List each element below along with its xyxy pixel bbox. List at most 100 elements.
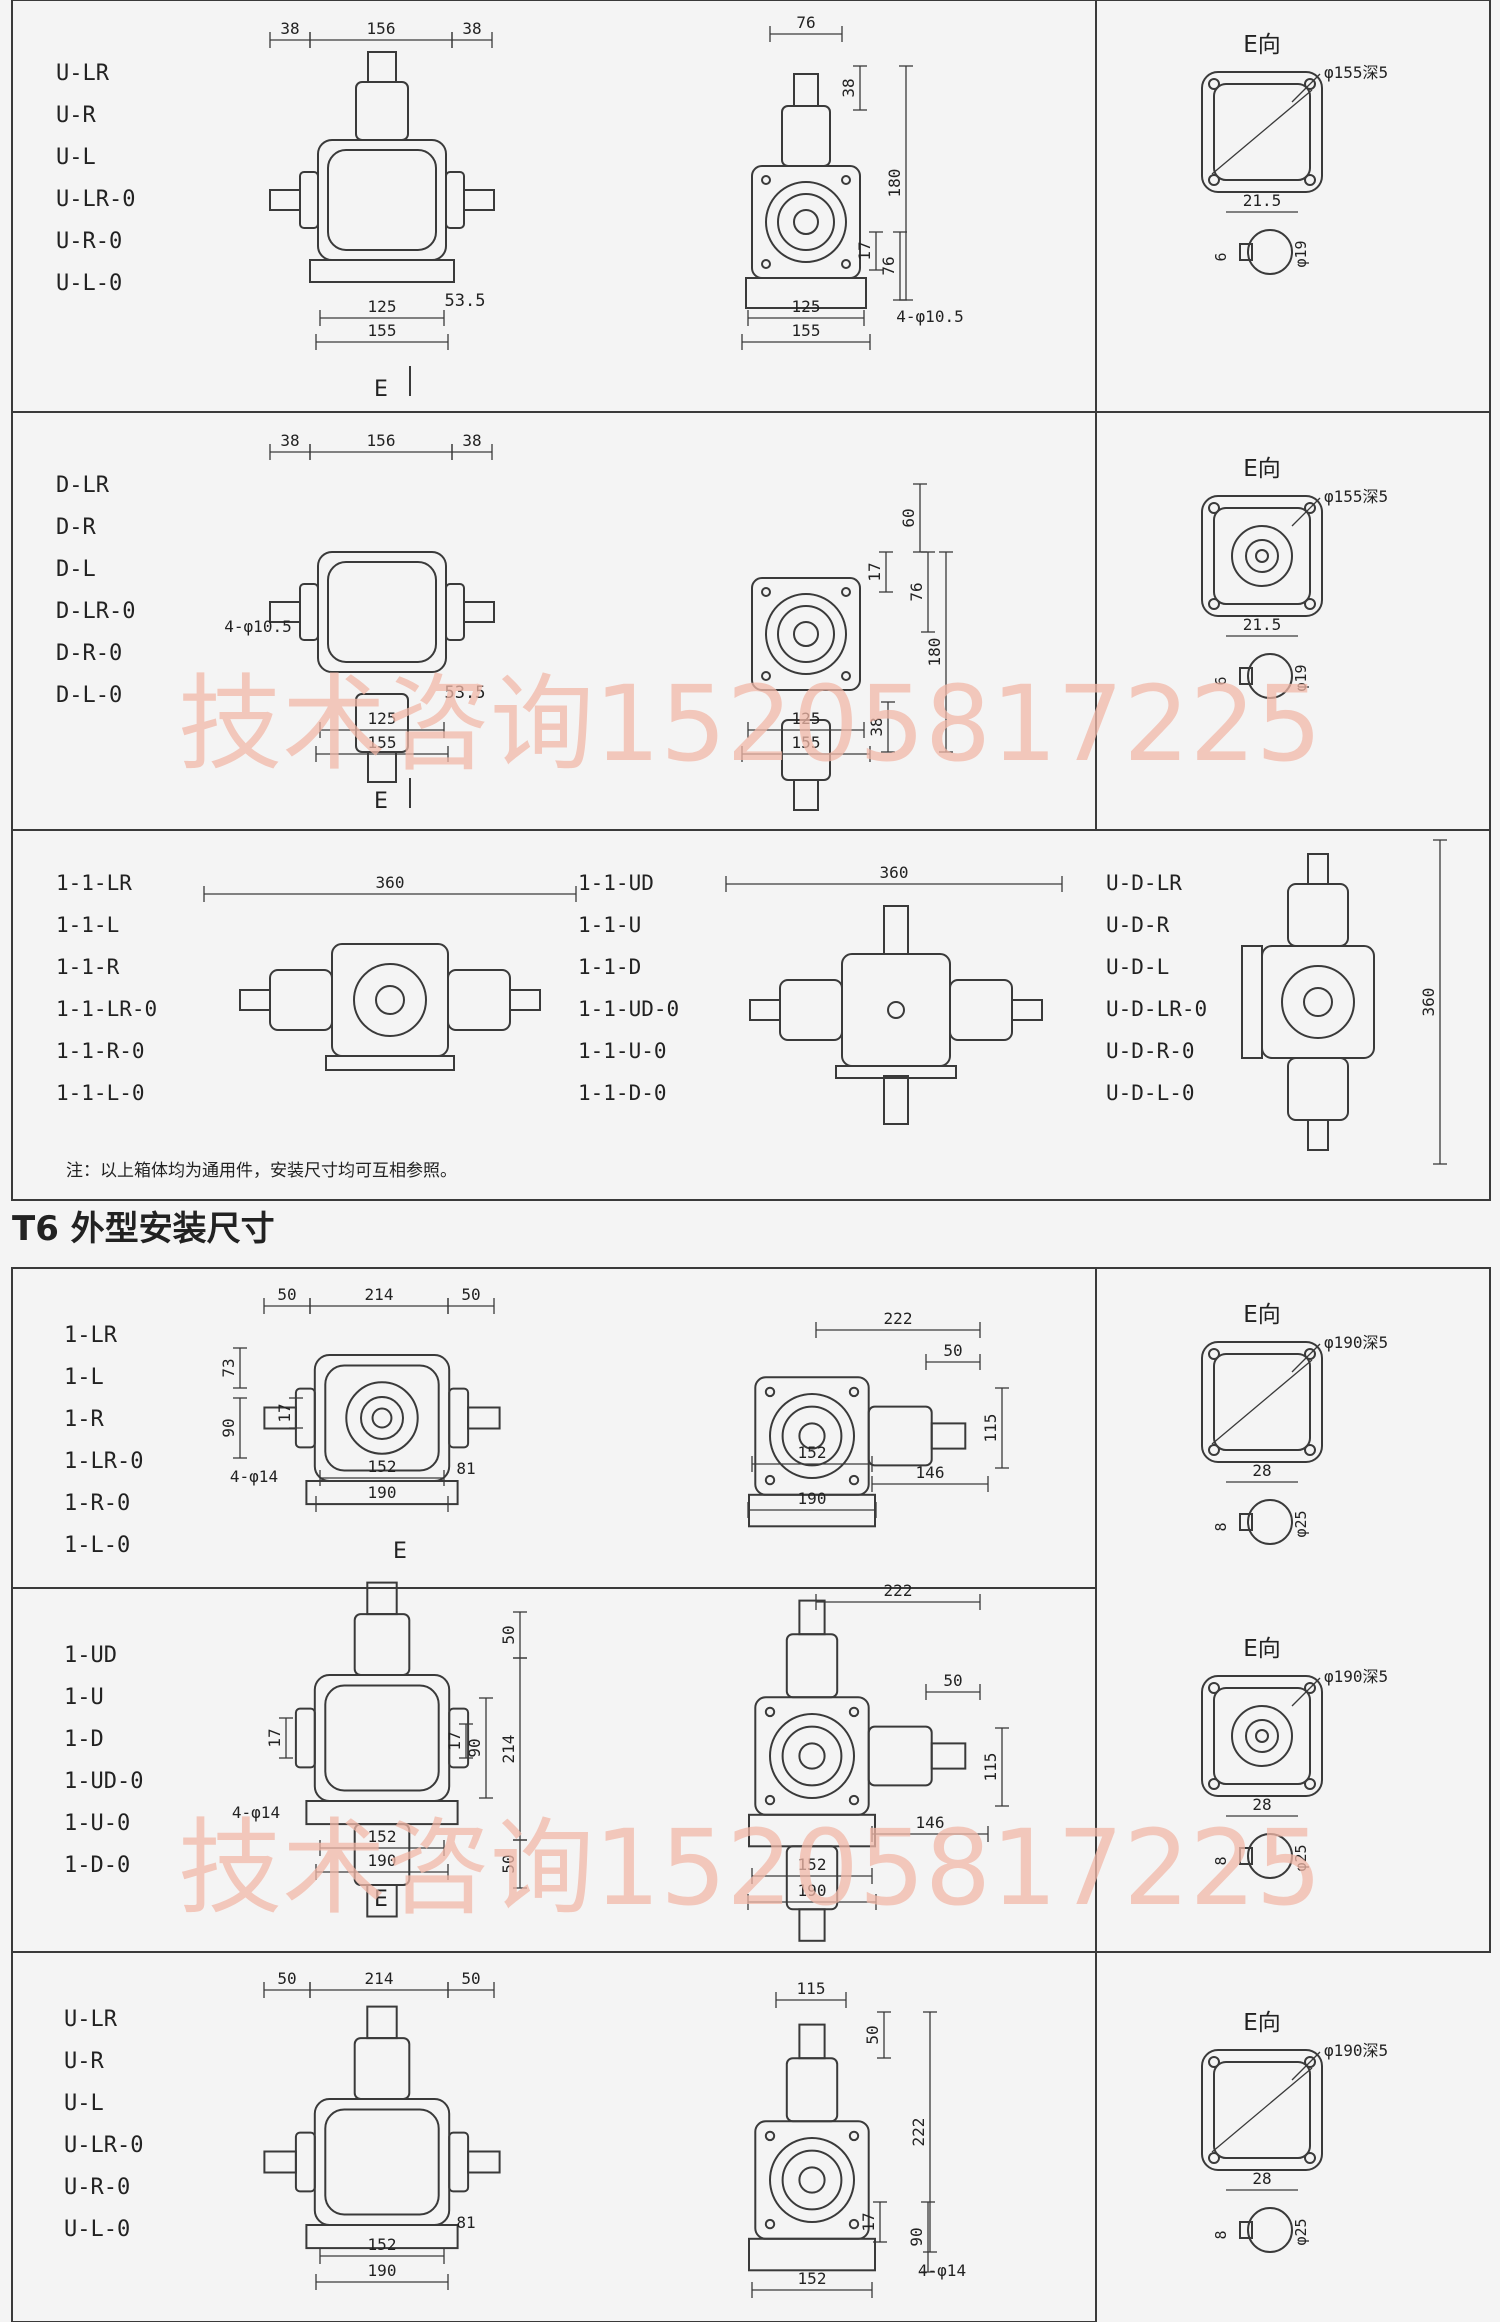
dim-label: 190 [368,2261,397,2280]
key-section [1239,667,1253,685]
shaft-top [883,905,909,955]
key-width-dim: 21.5 [1243,191,1282,210]
top-tube [785,2057,839,2123]
bottom-shaft [366,1884,398,1918]
dim-line [1291,1677,1321,1707]
dim-label: 76 [796,13,815,32]
flange-mid [777,193,835,251]
bolt-hole [1304,1778,1316,1790]
top-tube [353,2037,411,2100]
housing-inner [327,149,437,251]
dim-label: 4-φ10.5 [224,617,291,636]
dim-label: 155 [792,733,821,752]
cross-panel: 1-1-LR1-1-L1-1-R1-1-LR-01-1-R-01-1-L-01-… [11,829,1491,1201]
panel-frame [11,0,1097,413]
bolt-hole [848,2130,860,2142]
model-code: 1-1-L-0 [56,1081,145,1105]
e-view-title: E向 [1243,32,1281,58]
bolt-hole [848,1386,860,1398]
dim-label: 214 [365,1285,394,1304]
e-view-title: E向 [1243,2010,1281,2036]
boss-right [448,2131,470,2193]
model-code: U-R [64,2049,104,2074]
dim-line [1291,2051,1321,2081]
model-code: 1-1-U [578,913,641,937]
bolt-hole [1304,502,1316,514]
section-heading: T6 外型安装尺寸 [12,1209,275,1249]
hub [353,963,427,1037]
shaft-right [1011,999,1043,1021]
key-width-dim: 21.5 [1243,615,1282,634]
dim-label: 190 [798,1881,827,1900]
right-shaft [930,1422,967,1450]
model-code: 1-LR [64,1323,118,1348]
dim-label: 222 [884,1309,913,1328]
bolt-hole [1304,598,1316,610]
shaft-top [1307,853,1329,885]
model-code: U-R-0 [56,229,122,254]
dim-line [1291,1343,1321,1373]
model-code: 1-1-D-0 [578,1081,667,1105]
e-hub-inner [1245,539,1279,573]
e-hub-inner [1245,1719,1279,1753]
model-code: 1-U-0 [64,1811,130,1836]
model-code: U-L [56,145,96,170]
top-tube [781,105,831,167]
dim-label: 125 [792,297,821,316]
bottom-shaft [367,751,397,783]
dim-label: 190 [798,1489,827,1508]
shaft-dia-dim: φ19 [1292,240,1310,267]
dim-label: 4-φ14 [918,2261,966,2280]
dim-label: 125 [792,709,821,728]
bolt-hole [1208,78,1220,90]
hub-bore [371,1407,393,1429]
boss-right [448,1707,470,1769]
dim-label: 17 [265,1728,284,1747]
bottom-tube [1287,1057,1349,1121]
housing [313,2098,451,2226]
bore [798,1742,826,1770]
flange-dim: φ190深5 [1324,2041,1388,2060]
dim-label: 90 [465,1738,484,1757]
hub-inner [360,1396,404,1440]
dim-label: 17 [855,241,874,260]
dim-label: 76 [879,256,898,275]
e-label: E [374,1887,388,1912]
dim-label: 152 [368,2235,397,2254]
shaft-dia-dim: φ25 [1292,2218,1310,2245]
top-shaft [793,73,819,107]
bore [793,209,819,235]
housing [331,943,449,1057]
key-height-dim: 6 [1212,252,1230,261]
model-code: 1-UD [64,1643,117,1668]
model-code: 1-U [64,1685,104,1710]
boss-left [299,583,319,641]
top-shaft [798,1599,826,1636]
flange-mid [777,605,835,663]
key-height-dim: 8 [1212,1522,1230,1531]
dim-label: 50 [863,2025,882,2044]
e-view-flange [1201,495,1323,617]
dim-label: 156 [367,19,396,38]
model-code: 1-1-LR [56,871,132,895]
model-code: U-D-L-0 [1106,1081,1195,1105]
left-tube [269,969,333,1031]
top-shaft [366,2005,398,2040]
shaft-section [1247,229,1293,275]
model-code: D-R [56,515,96,540]
base-plate [325,1055,455,1071]
key-width-dim: 28 [1252,1461,1271,1480]
model-code: U-D-LR-0 [1106,997,1207,1021]
model-code: D-L [56,557,96,582]
top-shaft [366,1581,398,1616]
e-hub [1231,1705,1293,1767]
dim-line [1291,497,1321,527]
bottom-shaft [798,1908,826,1942]
housing-side [751,577,861,691]
shaft-dia-dim: φ19 [1292,664,1310,691]
